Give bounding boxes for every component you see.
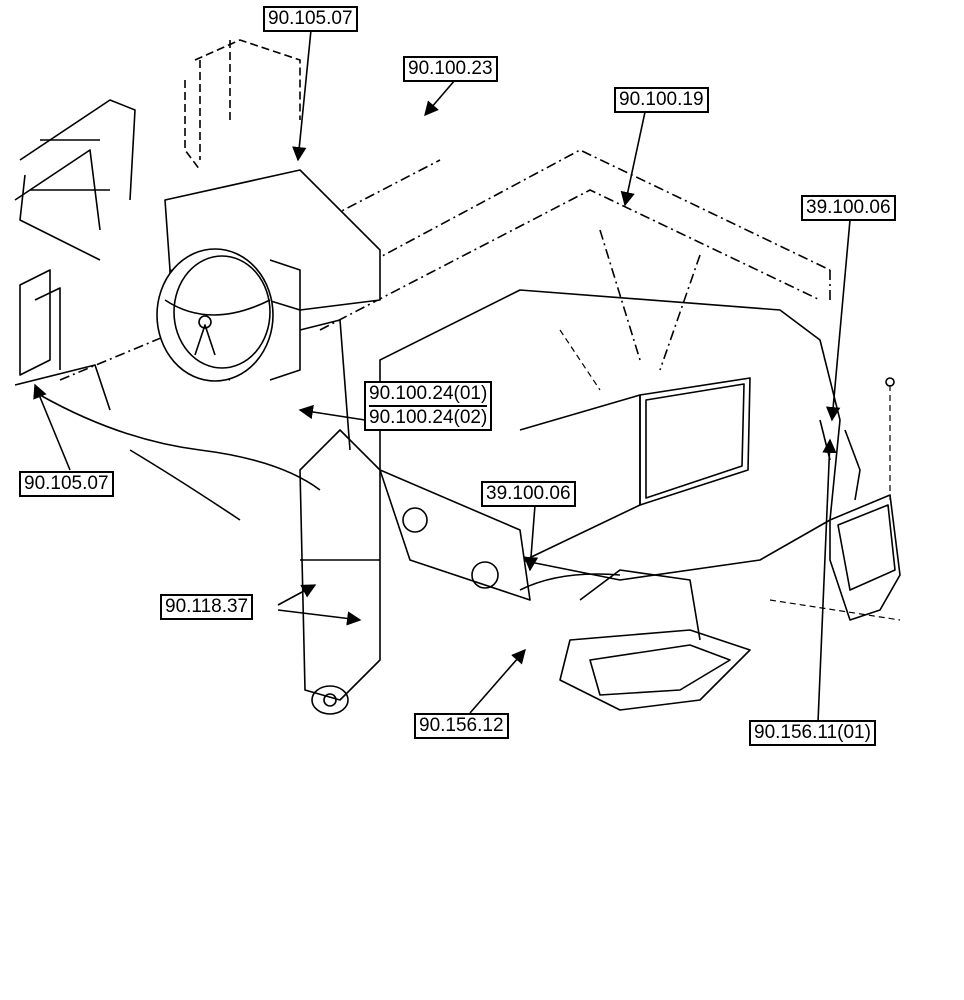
ladder-railing-left <box>14 99 136 261</box>
air-filter-drum <box>156 248 301 382</box>
callout-90-118-37[interactable]: 90.118.37 <box>160 594 254 620</box>
feeder-arm <box>299 319 381 715</box>
leader-90-100-19 <box>620 111 646 207</box>
ladder-railing-top <box>184 39 301 171</box>
front-step <box>559 569 751 711</box>
callout-90-100-24-01: 90.100.24(01) <box>369 383 488 404</box>
left-side-panels <box>14 269 111 411</box>
callout-90-156-11[interactable]: 90.156.11(01) <box>749 720 876 746</box>
leader-39-100-06-right <box>825 219 851 422</box>
middle-panel <box>379 469 531 601</box>
callout-90-100-19[interactable]: 90.100.19 <box>614 87 709 113</box>
leader-90-118-37-a <box>277 584 317 606</box>
reference-lines <box>559 329 901 621</box>
callout-leaders <box>33 29 851 723</box>
leader-90-156-11 <box>817 438 837 723</box>
leader-90-118-37-b <box>277 609 362 626</box>
callout-39-100-06-right[interactable]: 39.100.06 <box>801 195 896 221</box>
leader-90-105-07-left <box>33 383 71 471</box>
callout-90-105-07-top[interactable]: 90.105.07 <box>263 6 358 32</box>
leader-39-100-06-center <box>523 504 539 572</box>
leader-90-100-23 <box>424 79 456 117</box>
callout-90-156-12[interactable]: 90.156.12 <box>414 713 509 739</box>
callout-90-100-24[interactable]: 90.100.24(01) 90.100.24(02) <box>364 381 493 431</box>
callout-90-105-07-left[interactable]: 90.105.07 <box>19 471 114 497</box>
callout-39-100-06-center[interactable]: 39.100.06 <box>481 481 576 507</box>
callout-90-100-24-02: 90.100.24(02) <box>369 405 488 428</box>
leader-90-105-07-top <box>292 29 312 162</box>
leader-90-156-12 <box>469 648 526 714</box>
leader-90-100-24 <box>298 404 366 421</box>
callout-90-100-23[interactable]: 90.100.23 <box>403 56 498 82</box>
reference-pin <box>885 377 895 387</box>
